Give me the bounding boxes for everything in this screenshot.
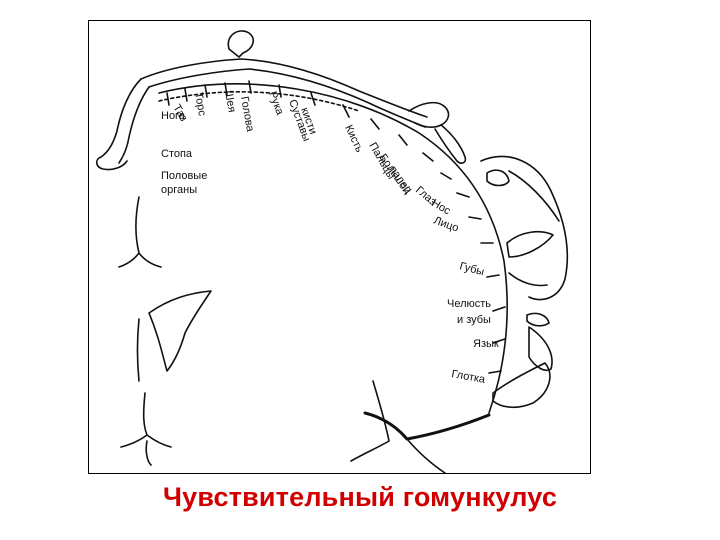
label-noga: Нога [161, 110, 186, 122]
brainstem-branch [350, 380, 446, 474]
homunculus-pharynx [492, 362, 551, 409]
homunculus-drawing: Таз Торс Шея Голова Рука Суставы кисти К… [95, 30, 569, 474]
homunculus-hand [408, 101, 450, 128]
label-i-zuby: и зубы [457, 314, 491, 326]
label-glotka: Глотка [450, 368, 486, 386]
label-chelyust: Челюсть [447, 298, 491, 310]
figure-caption: Чувствительный гомункулус [162, 482, 558, 512]
homunculus-torso-lower [148, 68, 426, 128]
label-stopa: Стопа [161, 148, 193, 160]
label-ruka: Рука [266, 90, 286, 117]
homunculus-leg [100, 78, 150, 164]
homunculus-tongue [528, 326, 553, 372]
homunculus-eye [486, 169, 510, 187]
label-sheya: Шея [222, 89, 238, 113]
label-guby: Губы [458, 260, 485, 278]
homunculus-jaw [526, 312, 550, 327]
homunculus-face-outline [480, 155, 569, 301]
homunculus-lips [506, 230, 554, 258]
medial-figure-stick [136, 318, 140, 382]
medial-figure-upper [118, 196, 162, 268]
label-polovye: Половые [161, 170, 207, 182]
label-kist: Кисть [342, 123, 365, 154]
cortex-arc [158, 83, 509, 414]
homunculus-foot [95, 156, 128, 171]
cortex-arc-inner [158, 91, 360, 112]
label-golova: Голова [238, 95, 256, 133]
label-lico: Лицо [432, 215, 460, 235]
medial-figure-mid [148, 290, 212, 372]
homunculus-head-top [227, 30, 255, 58]
label-organy: органы [161, 184, 197, 196]
homunculus-nose [508, 170, 560, 222]
homunculus-chin [508, 272, 548, 287]
cortex-ticks [166, 80, 506, 374]
label-nos: Нос [430, 197, 453, 217]
label-tors: Торс [192, 91, 208, 117]
homunculus-figure: Таз Торс Шея Голова Рука Суставы кисти К… [88, 20, 591, 474]
homunculus-thumb [434, 124, 467, 164]
label-yazyk: Язык [473, 338, 499, 350]
homunculus-torso [140, 58, 428, 118]
medial-figure-lower [120, 392, 172, 466]
